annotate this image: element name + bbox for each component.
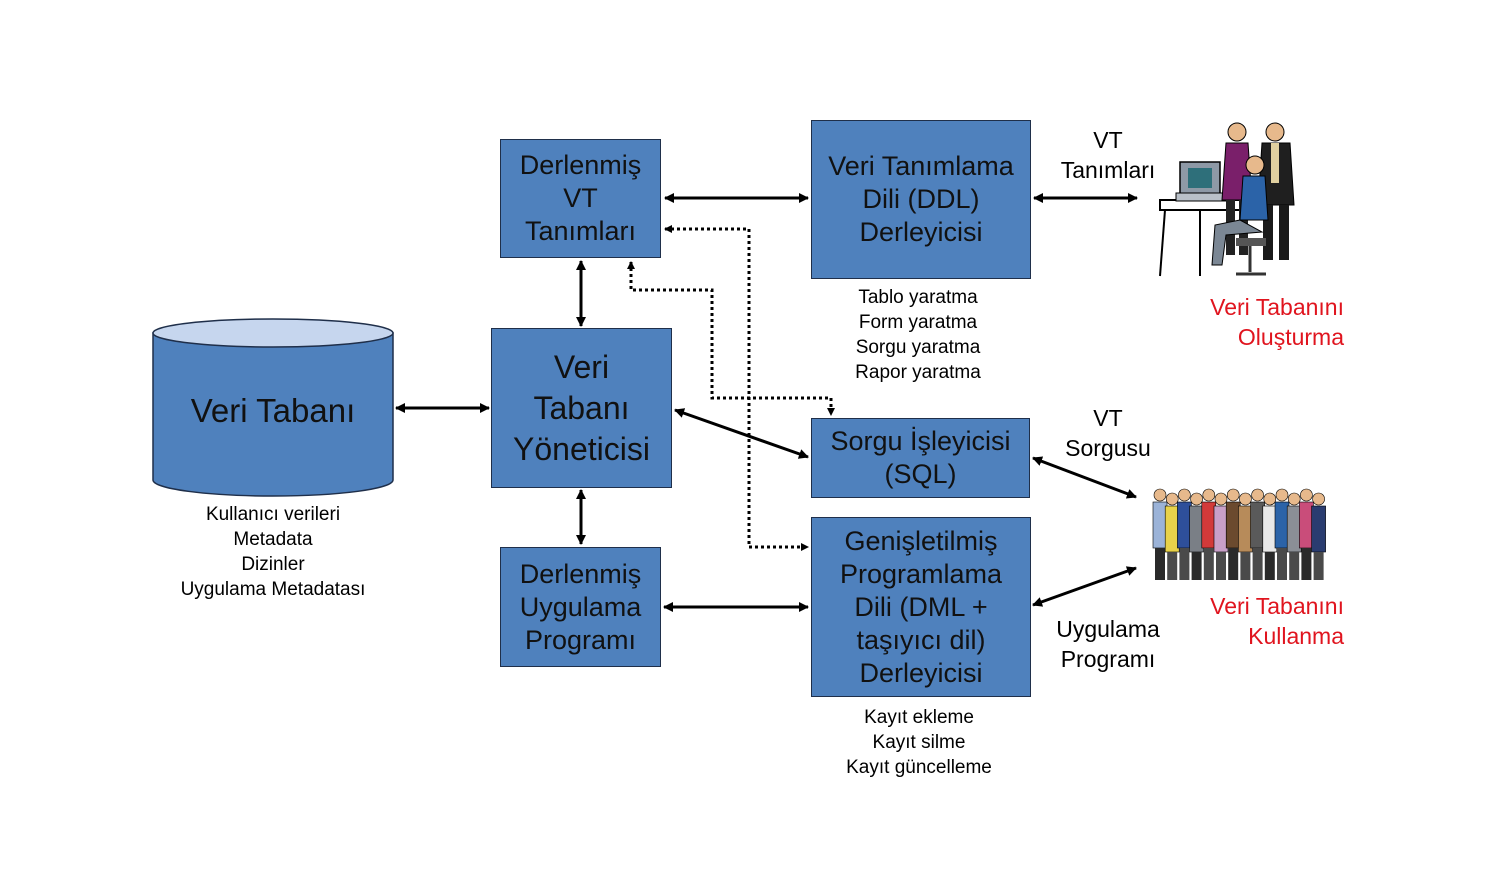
vt-query-label: VT Sorgusu [1048,403,1168,463]
person-legs [1155,548,1165,580]
box-line: Sorgu İşleyicisi [830,426,1011,456]
person-head [1275,488,1289,502]
person-head [1226,488,1240,502]
database-notes: Kullanıcı verileri Metadata Dizinler Uyg… [153,502,393,602]
person-body [1250,501,1265,549]
create-db-label: Veri Tabanını Oluşturma [1180,292,1344,352]
users-illustration [1152,488,1326,580]
box-line: Programlama [839,558,1003,589]
box-line: Tanımları [524,216,637,246]
box-line: Veri [553,348,610,385]
ddl-caption: Tablo yaratma Form yaratma Sorgu yaratma… [811,285,1025,385]
box-line: Derlenmiş [519,558,642,589]
person-legs [1203,548,1214,580]
db-manager-box: Veri Tabanı Yöneticisi [491,328,672,488]
person-head [1202,488,1216,502]
box-line: Derleyicisi [859,217,983,247]
dotted-defs-dml [664,225,809,551]
person-body [1189,505,1204,553]
box-line: Tabanı [533,389,630,426]
box-line: Derleyicisi [859,657,983,688]
person-head [1300,488,1313,502]
person-head [1190,492,1203,506]
label-line: Programı [1060,646,1156,672]
designers-illustration [1159,122,1295,277]
person-legs [1240,552,1251,580]
person-legs [1301,548,1312,580]
caption-line: Sorgu yaratma [855,337,981,358]
database-note: Dizinler [241,554,305,575]
person-head [1153,488,1167,502]
person-head [1263,492,1277,506]
box-line: VT [563,183,598,213]
database-cylinder [152,318,394,497]
red-label-line: Kullanma [1248,623,1344,649]
person-head [1251,488,1264,502]
red-label-line: Veri Tabanını [1210,593,1344,619]
dml-caption: Kayıt ekleme Kayıt silme Kayıt güncellem… [811,705,1027,780]
person-legs [1167,552,1178,580]
person-body [1164,505,1180,553]
label-line: Uygulama [1056,616,1160,642]
compiled-app-box: Derlenmiş Uygulama Programı [500,547,661,667]
person-legs [1264,552,1275,580]
person-head [1165,492,1179,506]
caption-line: Kayıt güncelleme [846,757,992,778]
person-legs [1228,548,1239,580]
person-legs [1216,552,1226,580]
label-line: Tanımları [1060,157,1156,183]
compiled-definitions-box: Derlenmiş VT Tanımları [500,139,661,258]
caption-line: Tablo yaratma [858,287,978,308]
database-title: Veri Tabanı [190,392,356,429]
box-line: Dili (DML + [854,591,988,622]
person-head [1287,492,1301,506]
box-line: Programı [524,624,637,655]
person-legs [1252,548,1263,580]
vt-definitions-label: VT Tanımları [1048,125,1168,185]
caption-line: Form yaratma [858,312,978,333]
database-note: Metadata [233,529,313,550]
person-body [1225,501,1241,549]
box-line: taşıyıcı dil) [856,624,986,655]
person-head [1239,492,1252,506]
box-line: Yöneticisi [513,430,650,467]
person-legs [1313,552,1324,580]
label-line: Sorgusu [1065,435,1151,461]
person-legs [1289,552,1300,580]
caption-line: Kayıt ekleme [864,707,974,728]
box-line: Veri Tanımlama [828,151,1014,181]
red-label-line: Veri Tabanını [1210,294,1344,320]
database-note: Kullanıcı verileri [205,504,341,525]
query-processor-box: Sorgu İşleyicisi (SQL) [811,418,1030,498]
ddl-compiler-box: Veri Tanımlama Dili (DDL) Derleyicisi [811,120,1031,279]
person-legs [1191,552,1202,580]
database-note: Uygulama Metadatası [180,579,366,600]
use-db-label: Veri Tabanını Kullanma [1180,591,1344,651]
caption-line: Rapor yaratma [855,362,981,383]
box-line: Uygulama [519,591,642,622]
red-label-line: Oluşturma [1237,324,1344,350]
person-head [1312,492,1325,506]
label-line: VT [1093,405,1123,431]
box-line: Genişletilmiş [844,525,998,556]
box-line: Dili (DDL) [862,184,980,214]
person-head [1178,488,1191,502]
person-body [1311,505,1326,553]
person-legs [1277,548,1287,580]
dml-compiler-box: Genişletilmiş Programlama Dili (DML + ta… [811,517,1031,697]
arrow-manager-query [674,408,809,459]
person-head [1214,492,1228,506]
person-legs [1179,548,1190,580]
arrow-query-users [1032,456,1137,499]
caption-line: Kayıt silme [872,732,966,753]
person-body [1286,505,1302,553]
box-line: (SQL) [884,459,957,489]
box-line: Derlenmiş [519,150,642,180]
label-line: VT [1093,127,1123,153]
app-program-label: Uygulama Programı [1040,614,1176,674]
arrow-dml-users [1032,566,1137,607]
